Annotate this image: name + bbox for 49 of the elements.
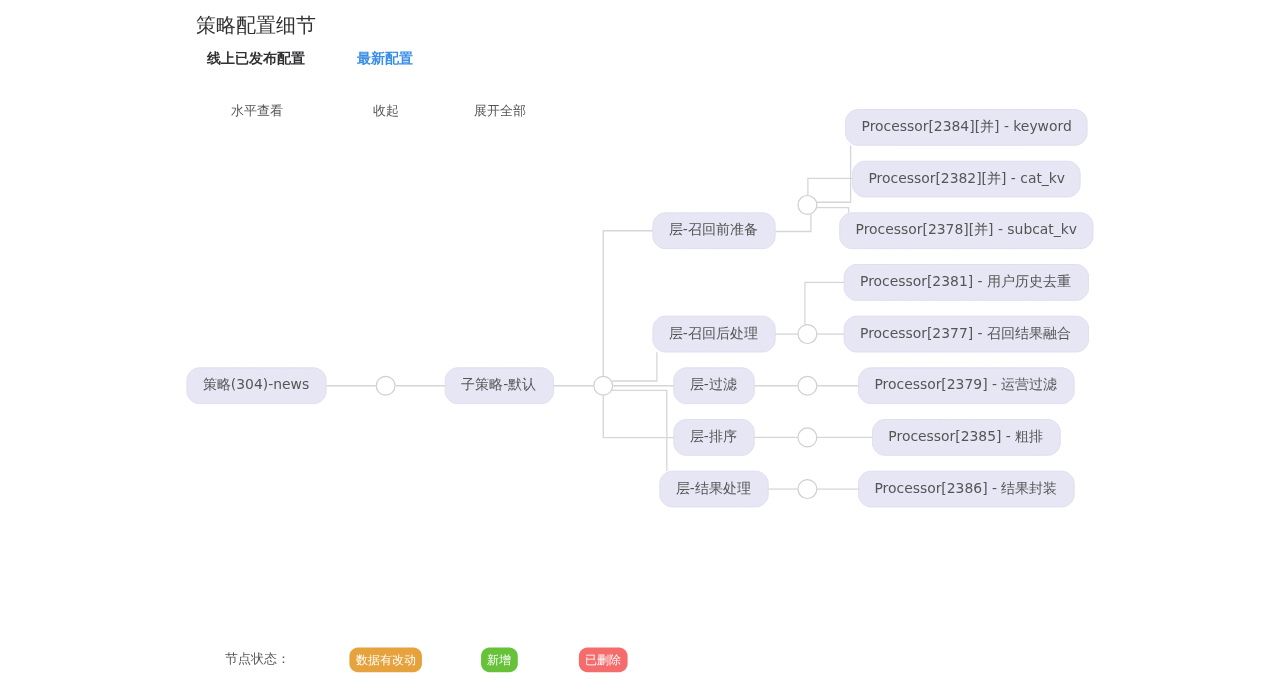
label: 水平查看 xyxy=(230,102,283,118)
node-box: 子策略-默认 xyxy=(444,367,555,405)
label: 节点状态： xyxy=(224,651,290,667)
node-circle xyxy=(797,375,818,396)
connector xyxy=(804,281,845,326)
connector xyxy=(815,144,852,203)
node-circle xyxy=(797,479,818,500)
connector xyxy=(816,385,859,387)
node-circle xyxy=(797,427,818,448)
legend-label: 数据有改动 xyxy=(355,652,416,667)
label: 线上已发布配置 xyxy=(206,49,305,66)
connector xyxy=(611,351,658,382)
connector xyxy=(612,385,675,387)
connector xyxy=(602,394,675,439)
connector xyxy=(774,213,812,233)
node-box: Processor[2385] - 粗排 xyxy=(871,419,1061,456)
node-box: 层-排序 xyxy=(673,419,755,456)
node-circle xyxy=(375,375,396,396)
diagram-title: 策略配置细节 xyxy=(195,14,316,38)
connector xyxy=(816,436,873,439)
node-circle xyxy=(797,324,818,345)
legend-label: 已删除 xyxy=(585,652,622,667)
node-box: 层-过滤 xyxy=(673,367,755,405)
node-box: 策略(304)-news xyxy=(186,367,327,405)
label: 收起 xyxy=(372,102,399,118)
legend-label: 新增 xyxy=(487,652,512,667)
connector xyxy=(807,177,854,196)
connector xyxy=(553,385,595,387)
label: 最新配置 xyxy=(356,49,413,66)
connector xyxy=(610,389,668,472)
node-box: 层-召回后处理 xyxy=(652,315,776,353)
connector xyxy=(753,385,799,387)
node-box: Processor[2382][并] - cat_kv xyxy=(852,160,1081,198)
connector xyxy=(394,385,446,387)
connector xyxy=(815,206,850,214)
node-box: Processor[2381] - 用户历史去重 xyxy=(843,264,1090,301)
node-box: Processor[2386] - 结果封装 xyxy=(858,470,1075,508)
node-box: Processor[2377] - 召回结果融合 xyxy=(843,315,1090,353)
node-box: 层-召回前准备 xyxy=(652,212,776,250)
node-box: Processor[2384][并] - keyword xyxy=(845,109,1088,146)
node-box: 层-结果处理 xyxy=(659,470,769,508)
connector xyxy=(325,385,377,387)
connector xyxy=(753,436,799,439)
node-box: Processor[2379] - 运营过滤 xyxy=(858,367,1075,405)
label: 展开全部 xyxy=(473,102,526,118)
connector xyxy=(602,230,654,377)
node-circle xyxy=(797,194,818,215)
node-circle xyxy=(593,375,614,396)
node-box: Processor[2378][并] - subcat_kv xyxy=(839,212,1094,250)
